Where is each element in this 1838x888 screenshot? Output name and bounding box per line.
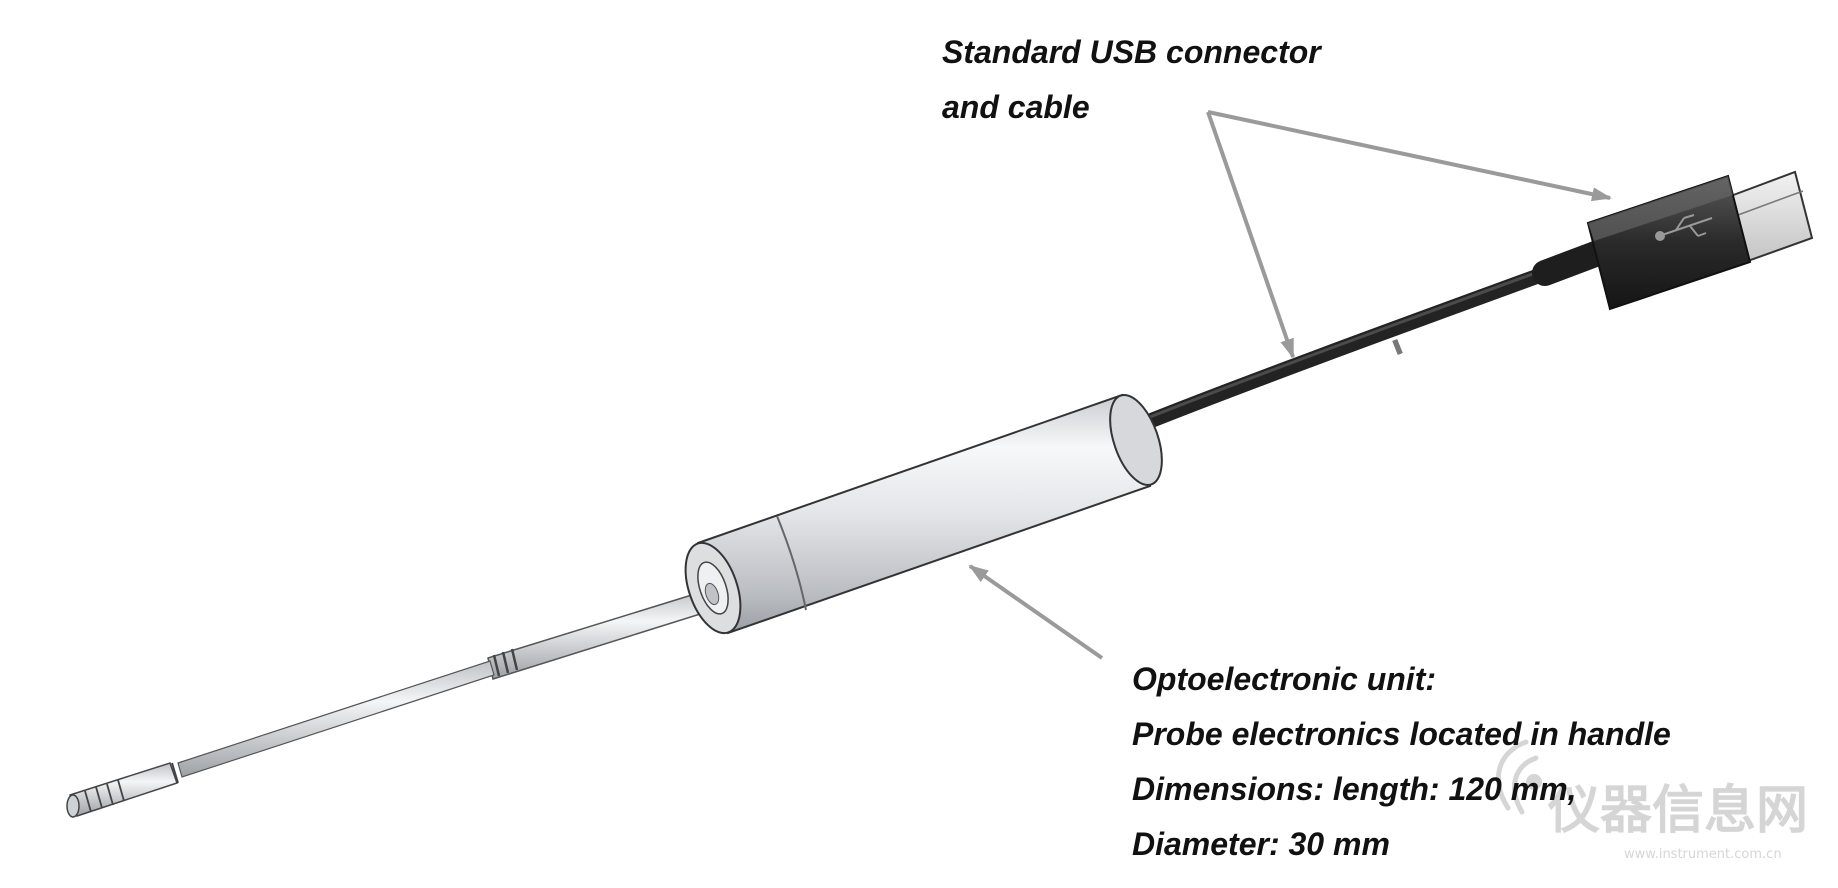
opto-label-line-3: Dimensions: length: 120 mm, bbox=[1132, 771, 1577, 807]
usb-label-line-1: Standard USB connector bbox=[942, 34, 1321, 70]
usb-connector bbox=[1586, 170, 1814, 311]
opto-label-line-1: Optoelectronic unit: bbox=[1132, 661, 1436, 697]
usb-connector-label: Standard USB connector and cable bbox=[942, 25, 1321, 135]
handle-callout-arrow bbox=[968, 564, 1104, 660]
probe-tip bbox=[66, 762, 179, 818]
usb-cable bbox=[1132, 240, 1611, 433]
opto-label-line-2: Probe electronics located in handle bbox=[1132, 716, 1671, 752]
usb-label-line-2: and cable bbox=[942, 89, 1090, 125]
watermark-text: 仪器信息网 bbox=[1547, 781, 1808, 841]
usb-logo-icon bbox=[1655, 214, 1713, 241]
opto-label-line-4: Diameter: 30 mm bbox=[1132, 826, 1390, 862]
watermark-logo-icon bbox=[1495, 739, 1542, 815]
watermark: 仪器信息网 www.instrument.com.cn bbox=[1495, 739, 1808, 862]
usb-callout-arrows bbox=[1206, 110, 1612, 359]
watermark-subtext: www.instrument.com.cn bbox=[1624, 847, 1782, 862]
optoelectronic-unit-label: Optoelectronic unit: Probe electronics l… bbox=[1132, 652, 1671, 872]
probe-handle bbox=[684, 393, 1163, 635]
probe-rod bbox=[177, 589, 714, 778]
